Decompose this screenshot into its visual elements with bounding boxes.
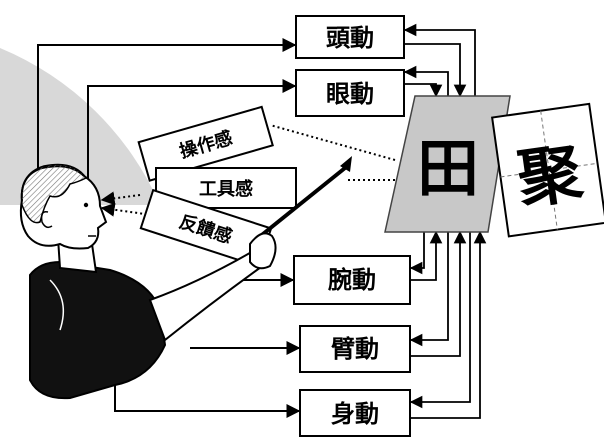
template-glyph-panel: 田 xyxy=(384,95,511,233)
wrist-motion-label: 腕動 xyxy=(327,265,376,294)
eye-feedback-line xyxy=(87,79,297,190)
feedback-sense-card: 反饋感 xyxy=(139,188,273,268)
perception-dotted-lines xyxy=(100,124,396,217)
operation-sense-card: 操作感 xyxy=(137,105,274,182)
head-motion-label: 頭動 xyxy=(326,23,374,52)
body-motion-box: 身動 xyxy=(299,389,411,437)
brush-icon xyxy=(256,156,352,240)
eye-motion-box: 眼動 xyxy=(295,69,405,117)
loop-lines xyxy=(403,23,487,419)
wrist-motion-box: 腕動 xyxy=(293,255,411,305)
eye-motion-label: 眼動 xyxy=(326,79,374,108)
background-arc xyxy=(0,48,160,205)
body-line xyxy=(114,380,301,418)
head-motion-box: 頭動 xyxy=(295,15,405,59)
body-motion-label: 身動 xyxy=(331,399,379,428)
template-glyph: 田 xyxy=(417,132,479,205)
arm-motion-box: 臂動 xyxy=(299,325,411,373)
written-glyph: 聚 xyxy=(512,135,588,218)
tool-sense-label: 工具感 xyxy=(199,178,253,200)
tool-sense-card: 工具感 xyxy=(155,167,297,209)
person-illustration xyxy=(19,163,277,400)
written-glyph-card: 聚 xyxy=(491,102,604,238)
arm-motion-label: 臂動 xyxy=(331,334,379,363)
head-feedback-line xyxy=(37,38,297,190)
